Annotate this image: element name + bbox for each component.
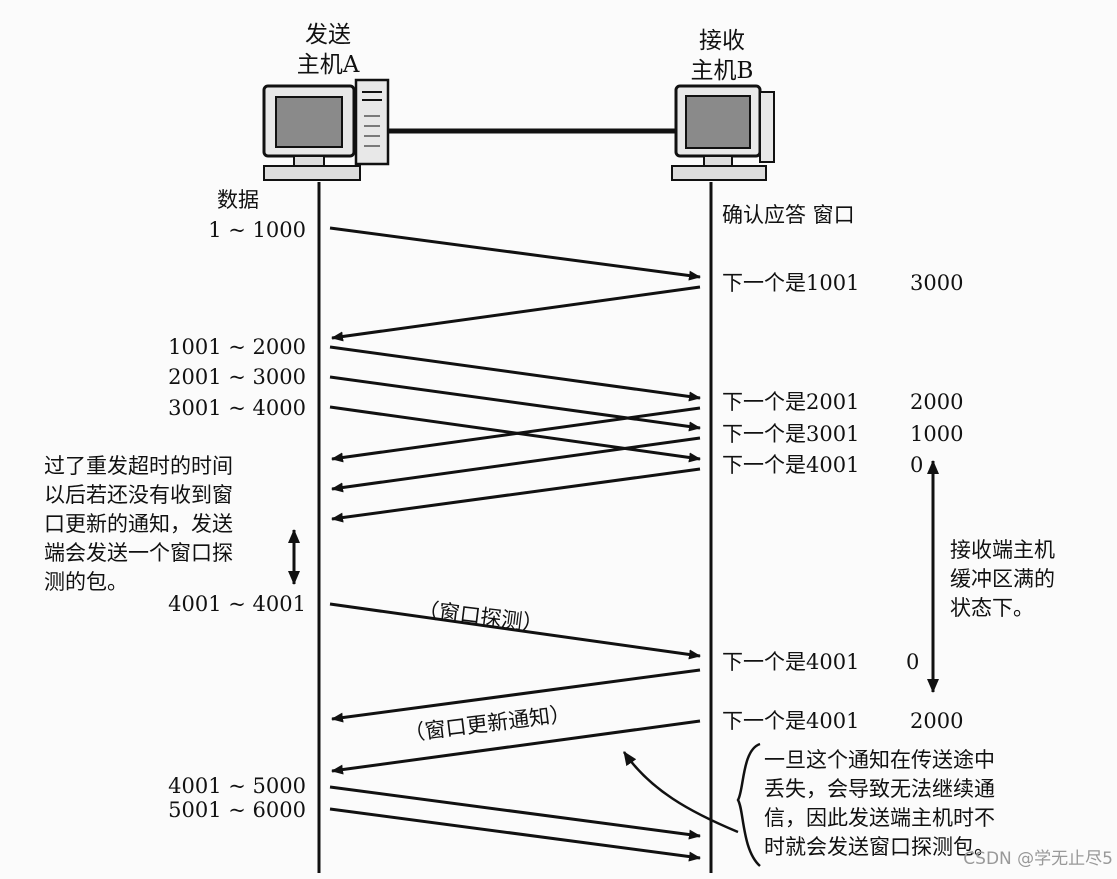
arrow-seg-1-1000 <box>329 226 701 281</box>
arrow-ack-2001 <box>331 406 701 463</box>
ack-next-label: 下一个是3001 <box>722 422 860 446</box>
segment-label: 1001 ~ 2000 <box>168 335 306 359</box>
ack-next-label: 下一个是4001 <box>722 709 860 733</box>
ack-next-label: 下一个是2001 <box>722 390 860 414</box>
lost-notice-note: 一旦这个通知在传送途中 丢失，会导致无法继续通 信，因此发送端主机时不 时就会发… <box>764 748 995 859</box>
host-a-label-line1: 发送 <box>305 22 351 48</box>
host-a-label-line2: 主机A <box>296 52 360 78</box>
ack-window-value: 1000 <box>910 422 964 446</box>
segment-label: 1 ~ 1000 <box>208 218 306 242</box>
host-a-computer-icon <box>262 78 390 181</box>
host-b-label: 接收 主机B <box>662 26 782 86</box>
arrow-window-update <box>331 719 701 775</box>
arrow-window-probe <box>329 602 701 660</box>
segment-label: 2001 ~ 3000 <box>168 365 306 389</box>
buffer-full-note: 接收端主机 缓冲区满的 状态下。 <box>950 538 1055 620</box>
host-b-label-line1: 接收 <box>699 28 745 54</box>
data-column-header: 数据 <box>217 188 259 212</box>
ack-window-value: 2000 <box>910 709 964 733</box>
segment-label: 4001 ~ 5000 <box>168 774 306 798</box>
watermark: CSDN @学无止尽5 <box>963 849 1113 869</box>
ack-window-value: 3000 <box>910 271 964 295</box>
arrow-ack-1001 <box>331 285 701 342</box>
lost-notice-brace <box>736 742 761 867</box>
ack-window-column-header: 确认应答 窗口 <box>722 203 855 227</box>
host-b-label-line2: 主机B <box>690 58 754 84</box>
host-a-label: 发送 主机A <box>268 20 388 80</box>
ack-next-label: 下一个是4001 <box>722 650 860 674</box>
arrow-ack-3001 <box>331 436 701 493</box>
ack-window-value: 0 <box>910 453 924 477</box>
arrow-ack-4001-w0 <box>331 467 701 523</box>
segment-label: 5001 ~ 6000 <box>168 798 306 822</box>
arrow-ack-probe-response <box>331 668 701 723</box>
arrow-seg-5001-6000 <box>329 807 701 862</box>
segment-label: 4001 ~ 4001 <box>168 592 306 616</box>
ack-window-value: 0 <box>906 650 920 674</box>
arrow-seg-2001-3000 <box>329 375 701 432</box>
host-b-computer-icon <box>671 84 775 181</box>
arrow-seg-1001-2000 <box>329 345 701 402</box>
timeout-note: 过了重发超时的时间 以后若还没有收到窗 口更新的通知，发送 端会发送一个窗口探 … <box>44 454 233 594</box>
ack-next-label: 下一个是4001 <box>722 453 860 477</box>
arrow-seg-4001-5000 <box>329 785 701 840</box>
ack-next-label: 下一个是1001 <box>722 271 860 295</box>
segment-label: 3001 ~ 4000 <box>168 396 306 420</box>
lost-notice-pointer-arrow <box>622 751 739 834</box>
ack-window-value: 2000 <box>910 390 964 414</box>
